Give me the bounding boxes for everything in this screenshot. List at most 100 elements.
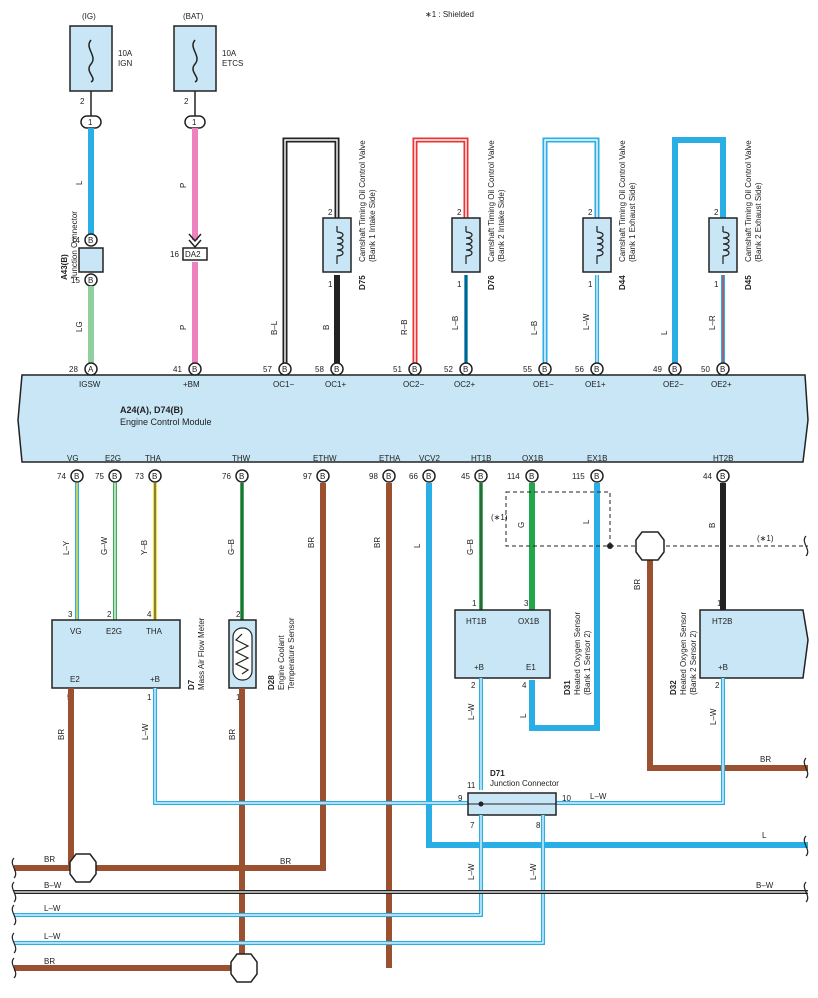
svg-text:D7: D7 [187,679,196,690]
svg-text:56: 56 [575,365,584,374]
svg-text:OC1+: OC1+ [325,380,346,389]
svg-text:B: B [152,472,157,481]
svg-text:EX1B: EX1B [587,454,607,463]
svg-text:(Bank 1 Exhaust Side): (Bank 1 Exhaust Side) [628,182,637,262]
svg-text:(∗1): (∗1) [757,534,774,543]
svg-text:G–B: G–B [466,539,475,555]
svg-text:44: 44 [703,472,712,481]
svg-text:OE2−: OE2− [663,380,684,389]
svg-text:(Bank 2 Intake Side): (Bank 2 Intake Side) [497,189,506,262]
fuse-ign-rating: 10A [118,49,133,58]
svg-text:(Bank 1 Intake Side): (Bank 1 Intake Side) [368,189,377,262]
svg-text:1: 1 [236,693,241,702]
svg-text:16: 16 [170,250,179,259]
svg-text:THA: THA [146,627,163,636]
svg-text:Camshaft Timing Oil Control Va: Camshaft Timing Oil Control Valve [744,140,753,262]
svg-text:B: B [672,365,677,374]
svg-text:Y–B: Y–B [140,540,149,555]
svg-text:OC2−: OC2− [403,380,424,389]
solenoid-coil-icon [722,231,730,258]
fuse-icon [192,39,198,83]
svg-text:114: 114 [507,472,520,481]
svg-text:D45: D45 [744,275,753,290]
svg-text:D75: D75 [358,275,367,290]
svg-text:L–W: L–W [44,932,61,941]
svg-text:D44: D44 [618,275,627,290]
svg-text:B: B [386,472,391,481]
svg-text:BR: BR [57,729,66,740]
shielded-note: ∗1 : Shielded [425,10,474,19]
fuse-etcs-rating: 10A [222,49,237,58]
svg-text:BR: BR [228,729,237,740]
svg-text:L–W: L–W [44,904,61,913]
svg-text:BR: BR [760,755,771,764]
svg-text:1: 1 [147,693,152,702]
svg-text:G–W: G–W [100,536,109,555]
svg-text:Heated Oxygen Sensor: Heated Oxygen Sensor [679,612,688,695]
svg-text:1: 1 [714,280,719,289]
svg-text:L–W: L–W [590,792,607,801]
svg-text:Junction Connector: Junction Connector [490,779,559,788]
svg-text:D71: D71 [490,769,505,778]
svg-text:OE2+: OE2+ [711,380,732,389]
svg-text:B: B [334,365,339,374]
svg-text:L–W: L–W [467,863,476,880]
svg-text:2: 2 [328,208,333,217]
svg-text:VG: VG [67,454,79,463]
svg-text:(Bank 2 Sensor 2): (Bank 2 Sensor 2) [689,630,698,695]
svg-text:THA: THA [145,454,162,463]
svg-text:2: 2 [588,208,593,217]
svg-text:ETHW: ETHW [313,454,337,463]
thermistor-icon [234,633,250,675]
da2-connector [182,247,208,261]
svg-text:51: 51 [393,365,402,374]
svg-text:L–R: L–R [708,315,717,330]
fuse-ign: (IG) 10A IGN 2 [69,12,133,106]
svg-text:1: 1 [457,280,462,289]
svg-text:11: 11 [467,781,476,790]
svg-text:2: 2 [107,610,112,619]
svg-text:B: B [594,472,599,481]
svg-text:8: 8 [536,821,541,830]
svg-text:E2G: E2G [105,454,121,463]
junction-connector-a43 [78,247,104,273]
svg-text:IGSW: IGSW [79,380,101,389]
svg-text:D76: D76 [487,275,496,290]
svg-text:10: 10 [562,794,571,803]
svg-text:L–W: L–W [467,703,476,720]
svg-text:HT2B: HT2B [712,617,732,626]
svg-text:E2: E2 [70,675,80,684]
fuse-ign-source: (IG) [82,12,96,21]
mass-air-flow-meter [51,619,181,689]
svg-text:1: 1 [717,599,722,608]
svg-text:E2G: E2G [106,627,122,636]
fuse-icon [88,39,94,83]
fuse-etcs-name: ETCS [222,59,243,68]
svg-text:2: 2 [457,208,462,217]
svg-text:4: 4 [147,610,152,619]
shield-box [505,491,611,547]
svg-text:Heated Oxygen Sensor: Heated Oxygen Sensor [573,612,582,695]
svg-text:B: B [463,365,468,374]
svg-text:OE1−: OE1− [533,380,554,389]
svg-text:+B: +B [718,663,728,672]
svg-text:L–Y: L–Y [62,540,71,555]
svg-text:58: 58 [315,365,324,374]
svg-text:DA2: DA2 [185,250,201,259]
svg-text:L: L [413,543,422,548]
svg-text:BR: BR [44,957,55,966]
svg-text:L: L [762,831,767,840]
svg-text:G–B: G–B [227,539,236,555]
